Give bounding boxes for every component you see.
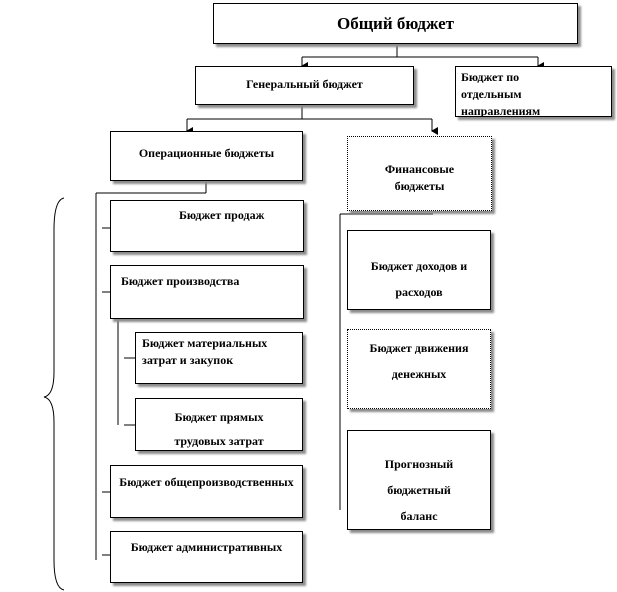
box-cashflow-budget-label: Бюджет движения денежных <box>369 341 469 381</box>
box-cashflow-budget: Бюджет движения денежных <box>347 329 491 409</box>
box-overhead-budget-label: Бюджет общепроизводственных <box>119 475 294 489</box>
box-general-budget: Общий бюджет <box>213 3 578 44</box>
box-sales-budget-label: Бюджет продаж <box>179 208 265 222</box>
box-admin-budget: Бюджет административных <box>110 531 303 583</box>
box-labor-budget-label: Бюджет прямых трудовых затрат <box>174 410 264 448</box>
box-admin-budget-label: Бюджет административных <box>130 540 283 554</box>
box-materials-budget-label: Бюджет материальных затрат и закупок <box>142 336 268 367</box>
box-operational-budgets-label: Операционные бюджеты <box>138 146 275 160</box>
box-separate-budget-label: Бюджет по отдельным направлениям <box>461 70 541 117</box>
box-sales-budget: Бюджет продаж <box>110 200 304 252</box>
curly-brace <box>43 197 65 591</box>
box-separate-budget: Бюджет по отдельным направлениям <box>455 66 612 117</box>
box-income-budget: Бюджет доходов и расходов <box>347 230 491 310</box>
box-forecast-balance-label: Прогнозный бюджетный баланс <box>384 457 454 523</box>
box-materials-budget: Бюджет материальных затрат и закупок <box>135 332 303 384</box>
box-production-budget-label: Бюджет производства <box>121 274 240 288</box>
box-financial-budgets-label: Финансовые бюджеты <box>384 162 455 193</box>
box-forecast-balance: Прогнозный бюджетный баланс <box>347 430 491 530</box>
box-operational-budgets: Операционные бюджеты <box>110 131 303 181</box>
box-income-budget-label: Бюджет доходов и расходов <box>370 259 468 299</box>
box-financial-budgets: Финансовые бюджеты <box>347 136 492 211</box>
box-production-budget: Бюджет производства <box>110 265 304 319</box>
box-master-budget-label: Генеральный бюджет <box>246 77 363 91</box>
box-master-budget: Генеральный бюджет <box>195 66 414 105</box>
box-labor-budget: Бюджет прямых трудовых затрат <box>135 398 303 451</box>
box-overhead-budget: Бюджет общепроизводственных <box>110 465 303 518</box>
box-general-budget-label: Общий бюджет <box>336 14 455 33</box>
